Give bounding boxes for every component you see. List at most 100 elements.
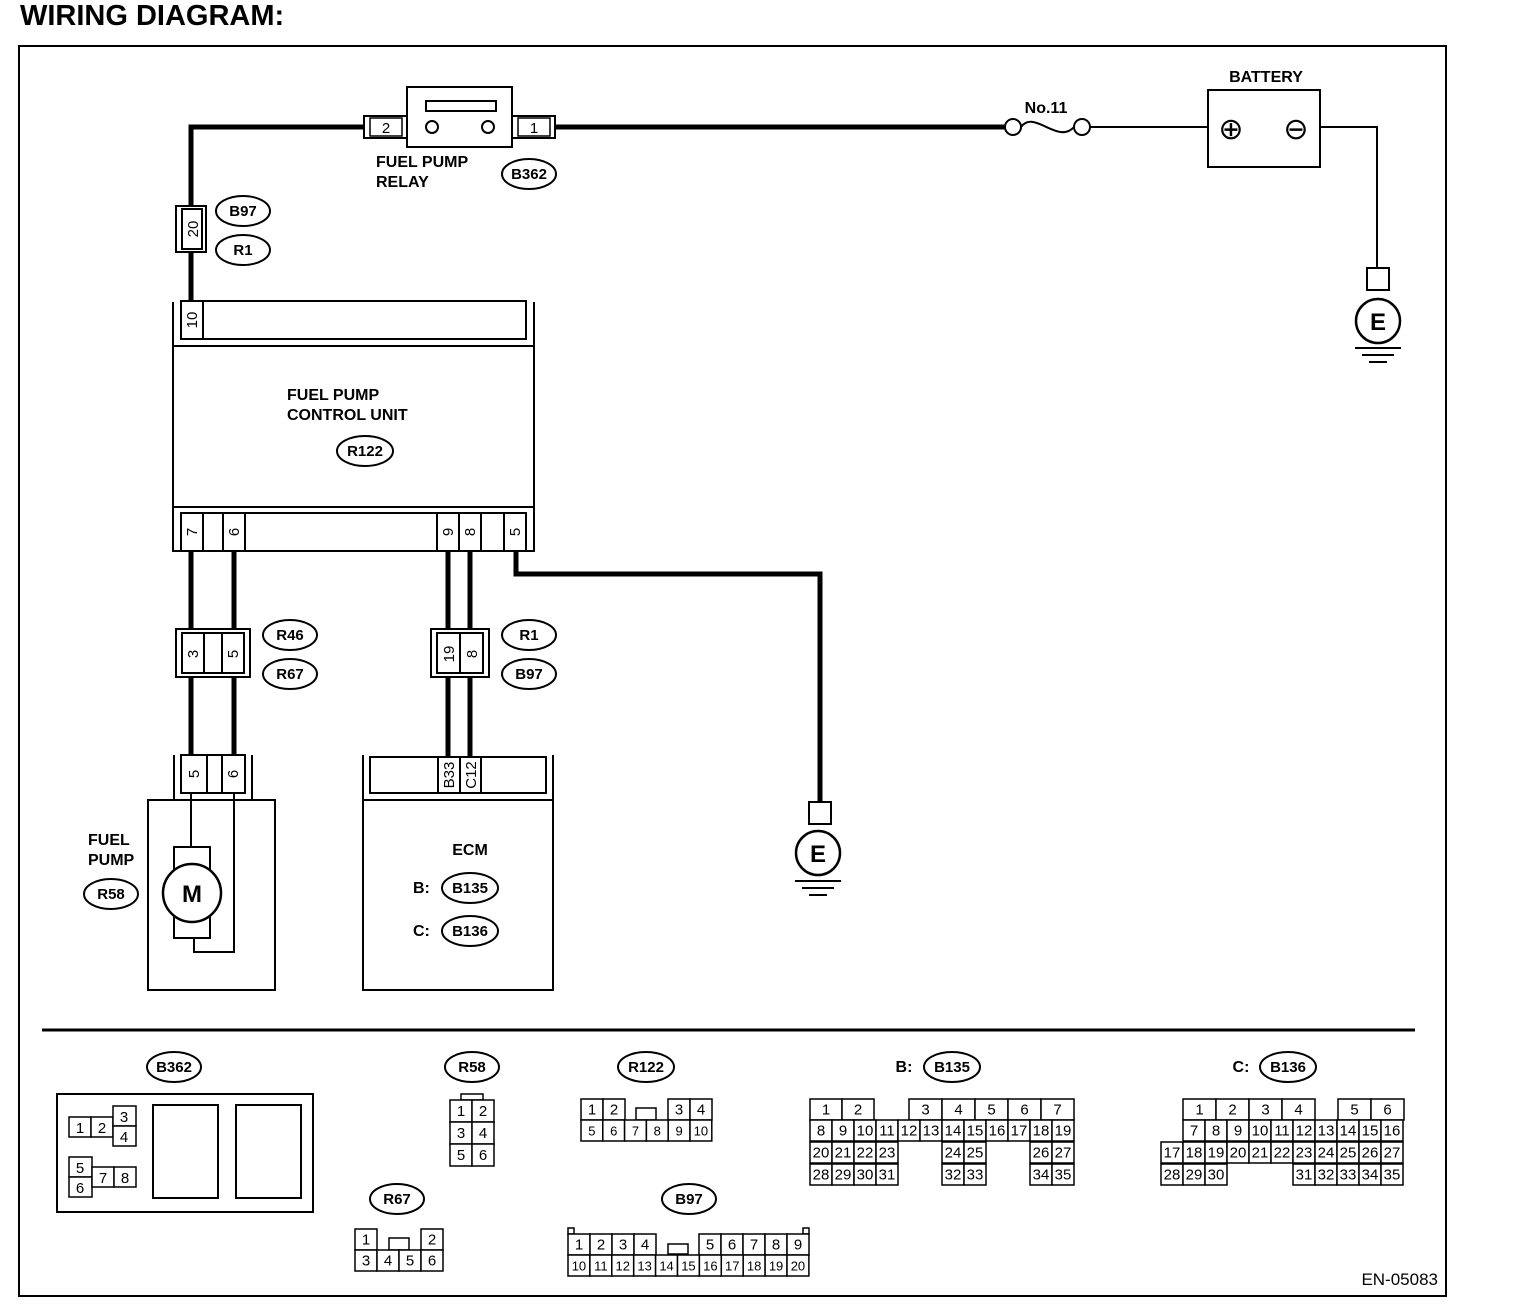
connector-b136-pin: 17 — [1164, 1145, 1181, 1162]
ecm-b-prefix: B: — [413, 880, 430, 897]
joint-left-pin-5: 5 — [225, 650, 242, 658]
connector-b362-badge — [146, 1051, 202, 1083]
connector-b97-pin: 15 — [681, 1259, 695, 1274]
connector-r58-pin: 4 — [479, 1125, 487, 1142]
connector-b97-tab-right — [802, 1227, 810, 1235]
motor-icon — [161, 862, 223, 924]
connector-b97-tab-left — [567, 1227, 575, 1235]
connector-b97-pin: 1 — [575, 1237, 583, 1254]
connector-b135-pin: 21 — [835, 1145, 852, 1162]
connector-b136-cell — [1204, 1163, 1228, 1186]
connector-b362-tag: B362 — [156, 1059, 192, 1076]
ecm-c-badge — [441, 915, 499, 947]
connector-b135-pin: 15 — [967, 1123, 984, 1140]
connector-b135-pin: 2 — [854, 1102, 862, 1119]
connector-b136-pin: 1 — [1195, 1102, 1203, 1119]
connector-b135-pin: 8 — [817, 1123, 825, 1140]
connector-b136-pin: 18 — [1186, 1145, 1203, 1162]
connector-r58-pin: 5 — [457, 1147, 465, 1164]
control-unit-pin-6: 6 — [226, 528, 243, 536]
connector-r58-pin: 6 — [479, 1147, 487, 1164]
control-unit-pin-8: 8 — [462, 528, 479, 536]
connector-b136-pin: 12 — [1296, 1123, 1313, 1140]
connector-b97-badge — [661, 1183, 717, 1215]
connector-b135-pin: 17 — [1011, 1123, 1028, 1140]
connector-b136-pin: 11 — [1274, 1123, 1290, 1140]
battery: BATTERY ⊕ ⊖ — [1207, 69, 1321, 168]
connector-r58-tag: R58 — [458, 1059, 486, 1076]
connector-b136-pin: 14 — [1340, 1123, 1357, 1140]
connector-b135-pin: 4 — [954, 1102, 962, 1119]
ground-mid-label: E — [810, 841, 826, 868]
connector-b136-pin: 16 — [1384, 1123, 1401, 1140]
connector-r122-pin: 2 — [610, 1102, 618, 1119]
connector-r122-pin: 1 — [588, 1102, 596, 1119]
connector-r58-pin: 1 — [457, 1103, 465, 1120]
connector-b97-pin: 3 — [619, 1237, 627, 1254]
relay-coil — [425, 100, 497, 112]
connector-b136-pin: 19 — [1208, 1145, 1225, 1162]
connector-b135-cell — [1051, 1163, 1075, 1186]
ecm-connector-sides — [362, 755, 554, 800]
relay-pin-2: 2 — [382, 120, 390, 137]
connector-r58-cell — [471, 1143, 495, 1167]
connector-b135-pin: 1 — [822, 1102, 830, 1119]
wire-relay-to-joint — [188, 124, 370, 211]
connector-b136-pin: 25 — [1340, 1145, 1357, 1162]
fuse-terminal-right — [1073, 118, 1091, 136]
connector-r58-lock — [460, 1093, 484, 1101]
connector-b362-pin: 4 — [120, 1129, 128, 1146]
battery-body — [1207, 89, 1321, 168]
connector-b135-pin: 35 — [1055, 1167, 1072, 1184]
connector-b135-pin: 20 — [813, 1145, 830, 1162]
ground-mid-circle — [794, 829, 842, 877]
fuel-pump-connector — [180, 754, 246, 794]
ecm-c-prefix: C: — [413, 923, 430, 940]
connector-b136-cell — [1380, 1119, 1404, 1142]
joint-mid-pin-8: 8 — [464, 650, 481, 658]
connector-b135-pin: 29 — [835, 1167, 852, 1184]
connector-b97-pin: 17 — [725, 1259, 739, 1274]
connector-b136-prefix: C: — [1233, 1059, 1250, 1076]
connector-r122-badge — [617, 1051, 675, 1083]
connector-b97-cell — [786, 1254, 810, 1277]
battery-minus-icon: ⊖ — [1283, 113, 1308, 146]
connector-r58-badge — [444, 1051, 500, 1083]
joint-left-inner — [181, 632, 245, 674]
connector-b136-pin: 3 — [1261, 1102, 1269, 1119]
control-unit-pin-7: 7 — [184, 528, 201, 536]
ground-terminal — [1366, 267, 1390, 291]
connector-b136-pin: 35 — [1384, 1167, 1401, 1184]
connector-b136-pin: 15 — [1362, 1123, 1379, 1140]
connector-b135-pin: 3 — [921, 1102, 929, 1119]
wire-pin5-ground — [513, 548, 823, 805]
connector-b97-pin: 16 — [703, 1259, 717, 1274]
connector-b136-pin: 4 — [1294, 1102, 1302, 1119]
connector-b136-pin: 29 — [1186, 1167, 1203, 1184]
joint-connector-left: 3 5 R46 R67 — [175, 619, 318, 690]
connector-b135-pin: 26 — [1033, 1145, 1050, 1162]
ecm-connector-dividers — [437, 757, 482, 793]
relay-label-line2: RELAY — [376, 174, 429, 191]
connector-r67-pin: 3 — [362, 1253, 370, 1270]
relay-pin-inner-left — [369, 117, 403, 137]
ground-label: E — [1370, 309, 1386, 336]
connector-r67-cell — [420, 1249, 444, 1272]
control-unit-connector-code: R122 — [347, 443, 383, 460]
diagram-frame — [18, 45, 1447, 1297]
joint-left-badge-1 — [262, 619, 318, 651]
connector-b135-cell — [875, 1141, 899, 1164]
ecm-b-connector: B135 — [452, 880, 488, 897]
connector-b136-pin: 2 — [1228, 1102, 1236, 1119]
connector-b135-prefix: B: — [896, 1059, 913, 1076]
connector-b135-pin: 30 — [857, 1167, 874, 1184]
connector-r122-pin: 4 — [697, 1102, 705, 1119]
connector-b136-tag: B136 — [1270, 1059, 1306, 1076]
connector-r58-pin: 3 — [457, 1125, 465, 1142]
connector-b136-pin: 5 — [1350, 1102, 1358, 1119]
connector-b135-cell — [1051, 1141, 1075, 1164]
